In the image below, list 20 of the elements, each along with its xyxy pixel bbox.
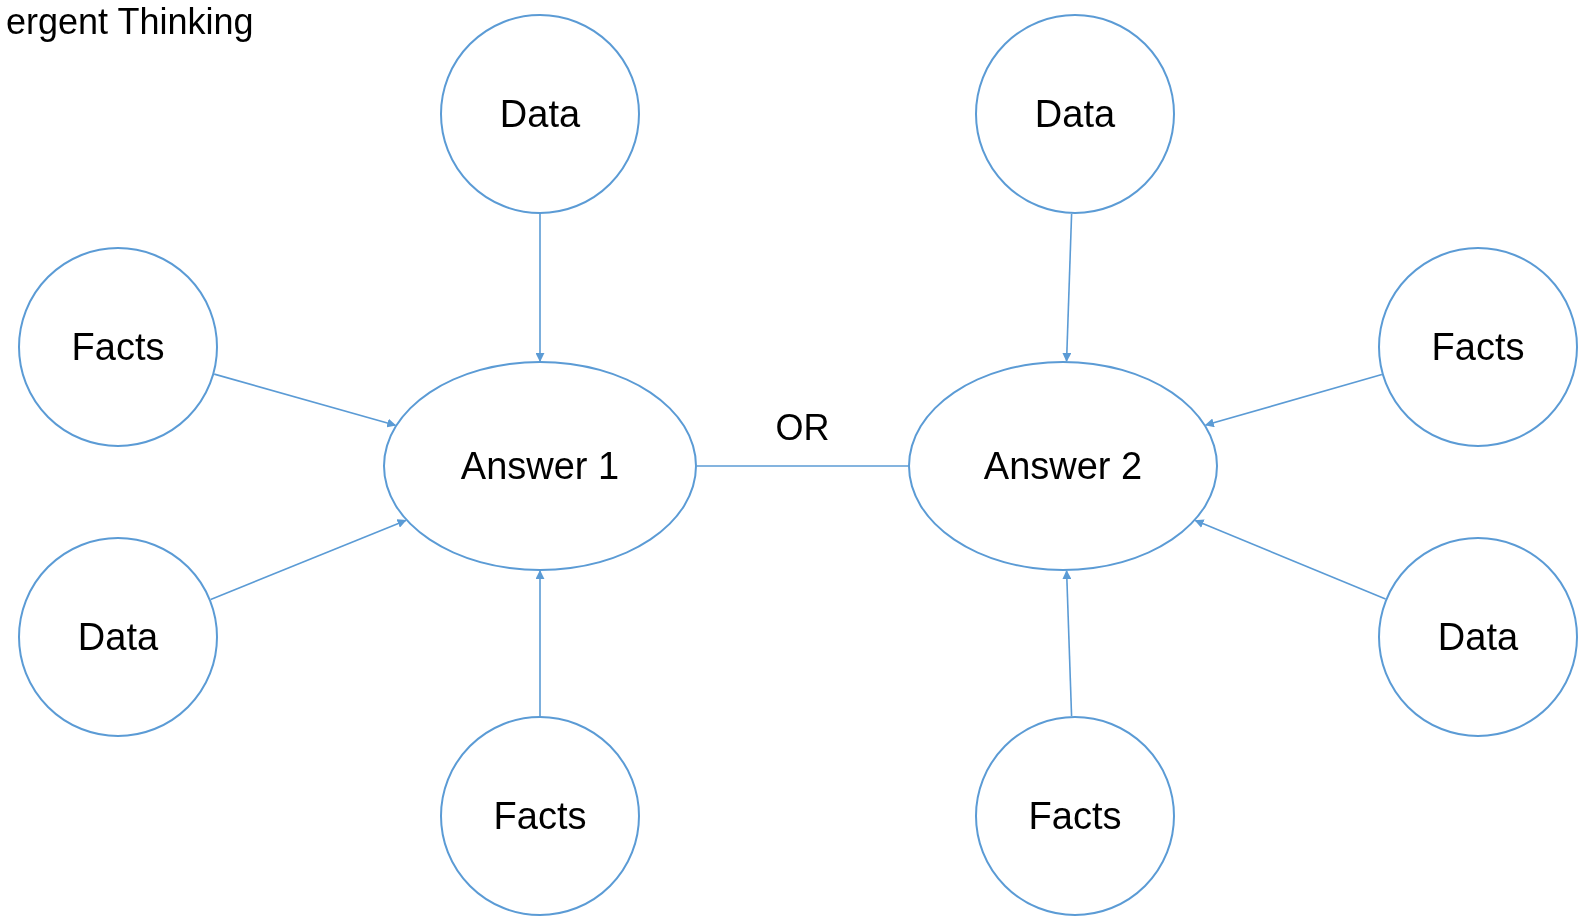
node-label: Facts	[1028, 794, 1122, 838]
arrow	[535, 570, 545, 717]
arrow	[209, 519, 407, 601]
arrow	[535, 213, 545, 362]
arrow	[213, 373, 397, 428]
node-label: Facts	[493, 794, 587, 838]
node-label: Facts	[71, 325, 165, 369]
node-label: Answer 1	[460, 444, 620, 488]
node-label: Facts	[1431, 325, 1525, 369]
node-label: Data	[1034, 92, 1116, 136]
node-label: Data	[1437, 615, 1519, 659]
arrow	[1194, 519, 1387, 600]
title: ergent Thinking	[6, 2, 254, 42]
arrow	[1204, 373, 1383, 428]
arrow	[1062, 570, 1073, 717]
arrow	[1062, 213, 1073, 362]
connector-line	[696, 465, 909, 467]
node-label: Answer 2	[983, 444, 1143, 488]
node-label: Data	[499, 92, 581, 136]
node-label: Data	[77, 615, 159, 659]
